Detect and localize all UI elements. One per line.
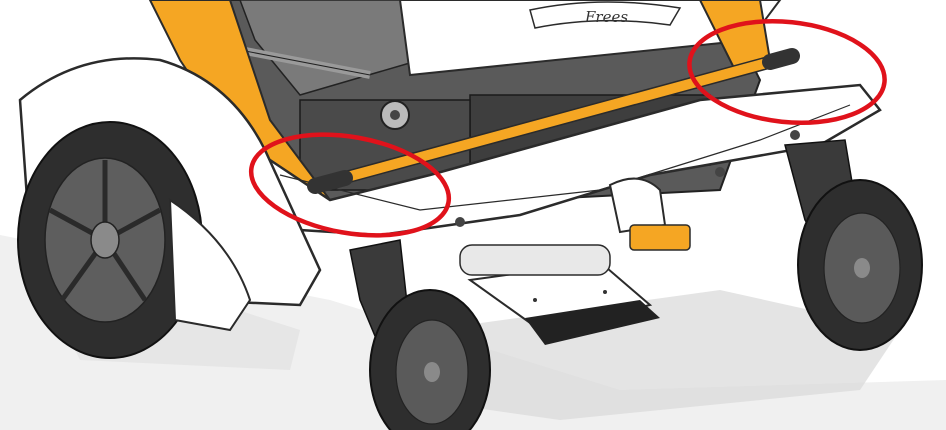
left-caster-hub (424, 362, 440, 382)
bar-end-cap-left (307, 170, 353, 194)
bumper-screw-3 (790, 130, 800, 140)
right-caster-hub (854, 258, 870, 278)
left-rim-hub (90, 221, 120, 259)
highlight-circle-right (687, 18, 887, 126)
footplate-pad (525, 300, 660, 345)
tow-bracket (608, 177, 667, 234)
pivot-joint-left-center (390, 110, 400, 120)
logo-text: Frees (584, 8, 628, 26)
footplate-bolt-2 (603, 290, 607, 294)
bumper-screw-2 (715, 167, 725, 177)
motor-cylinder (459, 244, 611, 276)
orange-latch (629, 224, 691, 251)
bumper-crease (279, 104, 851, 211)
footplate-bolt-1 (533, 298, 537, 302)
highlight-circle-left (248, 132, 452, 238)
motor-housing (239, 0, 431, 96)
anti-tip-bar (320, 53, 790, 188)
left-fender-front (168, 198, 252, 332)
bar-end-cap-right (762, 48, 800, 70)
actuator-rod-outline (239, 49, 371, 76)
logo-badge (529, 1, 682, 29)
bumper-screw-1 (455, 217, 465, 227)
